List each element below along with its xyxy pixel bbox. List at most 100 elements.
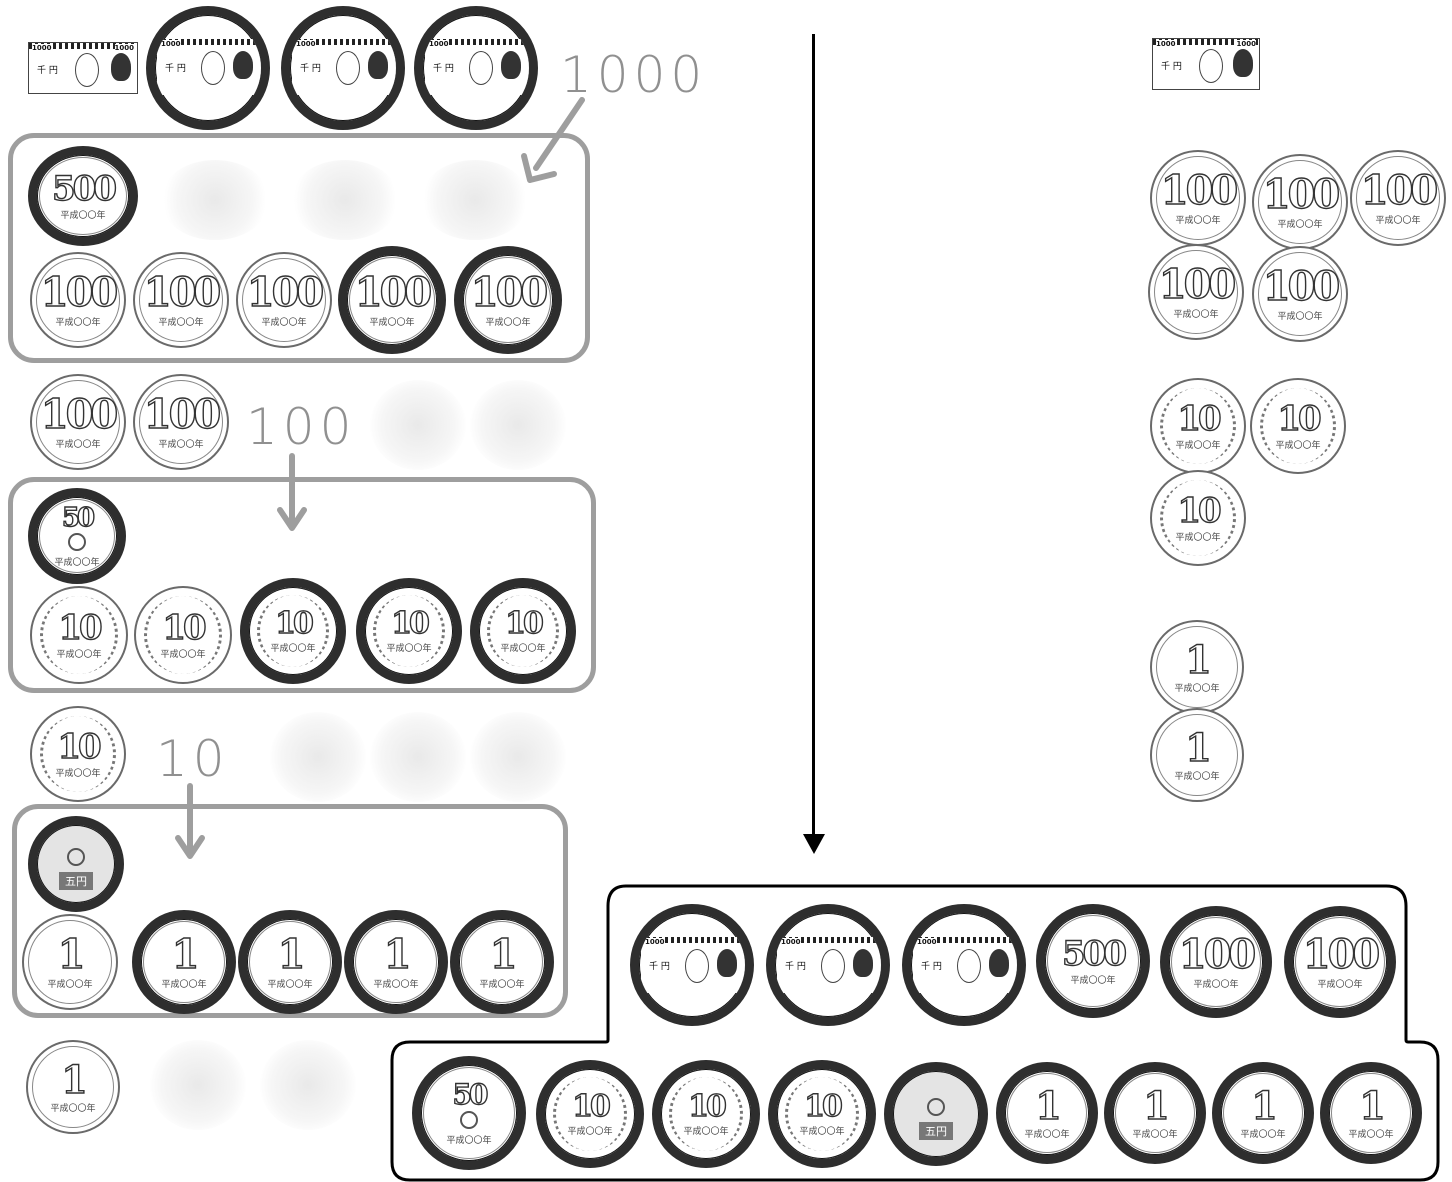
circled-10-yen-coin: 10 平成〇〇年 xyxy=(356,578,462,684)
coin-value: 1 xyxy=(1035,1087,1058,1125)
circled-10-yen-coin: 10 平成〇〇年 xyxy=(652,1060,760,1168)
coin-era: 平成〇〇年 xyxy=(1175,438,1220,451)
coin-era: 平成〇〇年 xyxy=(500,641,545,654)
coin-value: 100 xyxy=(1161,171,1236,211)
coin-era: 平成〇〇年 xyxy=(270,641,315,654)
coin-value: 1 xyxy=(490,935,515,975)
bill-portrait xyxy=(501,51,521,79)
100-yen-coin: 100 平成〇〇年 xyxy=(133,252,229,348)
coin-value: 100 xyxy=(144,395,219,435)
coin-era: 平成〇〇年 xyxy=(54,555,99,568)
100-yen-coin: 100 平成〇〇年 xyxy=(1148,244,1244,340)
coin-value: 100 xyxy=(41,273,116,313)
faded-bill-ghost xyxy=(160,160,270,240)
1-yen-coin: 1 平成〇〇年 xyxy=(1150,708,1244,802)
circled-thousand-yen-bill: 1000 千 円 xyxy=(766,904,890,1026)
coin-value: 50 xyxy=(62,505,92,531)
coin-value: 1 xyxy=(384,935,409,975)
100-yen-coin: 100 平成〇〇年 xyxy=(30,374,126,470)
coin-era: 平成〇〇年 xyxy=(446,1133,491,1146)
circled-100-yen-coin: 100 平成〇〇年 xyxy=(1284,906,1396,1018)
bill-denomination: 1000 xyxy=(115,44,134,52)
100-yen-coin: 100 平成〇〇年 xyxy=(30,252,126,348)
bill-denomination: 1000 xyxy=(1156,40,1175,48)
circled-thousand-yen-bill: 1000 千 円 xyxy=(630,904,754,1026)
coin-era: 平成〇〇年 xyxy=(60,208,105,221)
coin-value: 10 xyxy=(57,730,98,764)
coin-value: 10 xyxy=(688,1092,724,1122)
circled-1-yen-coin: 1 平成〇〇年 xyxy=(1320,1062,1422,1164)
circled-1-yen-coin: 1 平成〇〇年 xyxy=(996,1062,1098,1164)
coin-hole xyxy=(927,1098,945,1116)
coin-value: 100 xyxy=(1159,265,1234,305)
coin-value: 1 xyxy=(1185,641,1208,679)
coin-value: 10 xyxy=(572,1092,608,1122)
coin-value: 五円 xyxy=(59,872,93,890)
thousand-yen-bill: 1000 千 円 xyxy=(913,937,1017,993)
coin-era: 平成〇〇年 xyxy=(1132,1127,1177,1140)
coin-era: 平成〇〇年 xyxy=(1174,681,1219,694)
bill-watermark-oval xyxy=(957,949,981,983)
coin-era: 平成〇〇年 xyxy=(267,977,312,990)
circled-1-yen-coin: 1 平成〇〇年 xyxy=(1104,1062,1206,1164)
coin-value: 10 xyxy=(162,611,203,645)
circled-thousand-yen-bill: 1000 千 円 xyxy=(902,904,1026,1026)
circled-5-yen-coin: 五円 xyxy=(884,1062,988,1166)
circled-1-yen-coin: 1 平成〇〇年 xyxy=(238,910,342,1014)
circled-5-yen-coin: 五円 xyxy=(28,816,124,912)
faded-coin-ghost xyxy=(370,712,466,802)
10-yen-coin: 10 平成〇〇年 xyxy=(30,586,128,684)
coin-value: 100 xyxy=(355,273,430,313)
coin-value: 500 xyxy=(1062,937,1124,971)
bill-portrait xyxy=(368,51,388,79)
bill-watermark-oval xyxy=(469,51,493,85)
coin-value: 100 xyxy=(41,395,116,435)
coin-era: 平成〇〇年 xyxy=(161,977,206,990)
coin-value: 1 xyxy=(1251,1087,1274,1125)
bill-watermark-oval xyxy=(336,51,360,85)
coin-era: 平成〇〇年 xyxy=(55,437,100,450)
faded-coin-ghost xyxy=(370,380,466,470)
bill-yen-text: 千 円 xyxy=(649,959,670,972)
10-yen-coin: 10 平成〇〇年 xyxy=(30,706,126,802)
coin-era: 平成〇〇年 xyxy=(479,977,524,990)
coin-hole xyxy=(460,1111,478,1129)
coin-value: 100 xyxy=(1263,267,1338,307)
coin-era: 平成〇〇年 xyxy=(55,315,100,328)
coin-value: 10 xyxy=(391,609,427,639)
bill-portrait xyxy=(233,51,253,79)
faded-bill-ghost xyxy=(290,160,400,240)
circled-thousand-yen-bill: 1000 千 円 xyxy=(281,6,405,130)
divider-arrow-head xyxy=(803,832,825,856)
coin-era: 平成〇〇年 xyxy=(1175,213,1220,226)
bill-portrait xyxy=(717,949,737,977)
coin-era: 平成〇〇年 xyxy=(683,1124,728,1137)
faded-bill-ghost xyxy=(420,160,530,240)
divider-arrow-line xyxy=(812,34,815,840)
coin-value: 1 xyxy=(1143,1087,1166,1125)
circled-thousand-yen-bill: 1000 千 円 xyxy=(146,6,270,130)
circled-50-yen-coin: 50 平成〇〇年 xyxy=(412,1056,526,1170)
bill-portrait xyxy=(853,949,873,977)
bill-denomination: 1000 xyxy=(296,40,315,48)
bill-yen-text: 千 円 xyxy=(785,959,806,972)
10-yen-coin: 10 平成〇〇年 xyxy=(1250,378,1346,474)
circled-100-yen-coin: 100 平成〇〇年 xyxy=(454,246,562,354)
coin-era: 平成〇〇年 xyxy=(55,766,100,779)
bill-watermark-oval xyxy=(821,949,845,983)
faded-coin-ghost xyxy=(260,1040,356,1130)
bill-yen-text: 千 円 xyxy=(433,61,454,74)
circled-10-yen-coin: 10 平成〇〇年 xyxy=(768,1060,876,1168)
coin-value: 100 xyxy=(247,273,322,313)
coin-value: 10 xyxy=(1177,402,1218,436)
faded-coin-ghost xyxy=(470,712,566,802)
bill-yen-text: 千 円 xyxy=(1161,59,1182,72)
coin-value: 1 xyxy=(1185,729,1208,767)
circled-50-yen-coin: 50 平成〇〇年 xyxy=(28,488,126,584)
coin-value: 10 xyxy=(505,609,541,639)
coin-era: 平成〇〇年 xyxy=(160,647,205,660)
coin-value: 100 xyxy=(471,273,546,313)
coin-era: 平成〇〇年 xyxy=(1348,1127,1393,1140)
coin-era: 平成〇〇年 xyxy=(1173,307,1218,320)
bill-watermark-oval xyxy=(685,949,709,983)
